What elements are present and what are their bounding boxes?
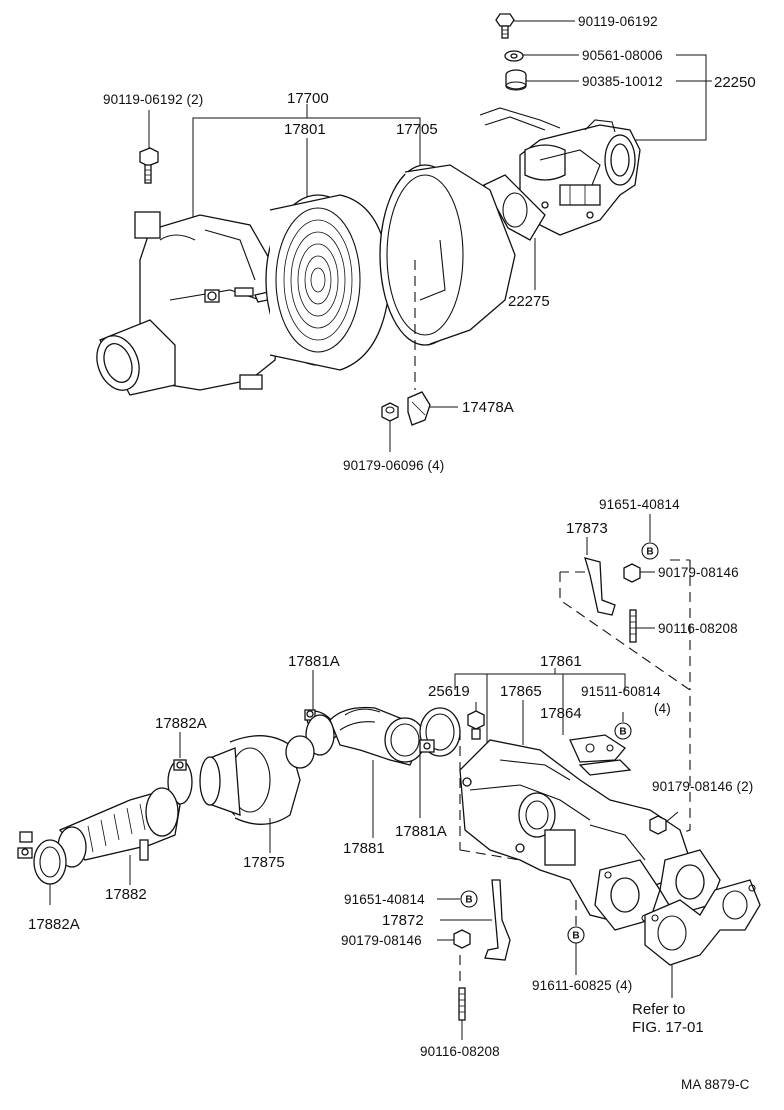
label-17881A-top: 17881A bbox=[288, 653, 340, 670]
grommet-90385-10012-part bbox=[505, 69, 527, 91]
bolt-90119-06192-2-part bbox=[139, 147, 159, 184]
resonator-17875-part bbox=[199, 735, 315, 825]
label-90385-10012: 90385-10012 bbox=[582, 74, 663, 89]
nut-90179-08146-2-part bbox=[649, 815, 667, 835]
label-17801: 17801 bbox=[284, 121, 326, 138]
label-90179-06096-4: 90179-06096 (4) bbox=[343, 458, 444, 473]
label-90116-08208-bot: 90116-08208 bbox=[420, 1044, 500, 1059]
filter-element-17801-part bbox=[265, 194, 391, 371]
b-badge-mid bbox=[614, 722, 632, 740]
label-90119-06192-2: 90119-06192 (2) bbox=[103, 92, 203, 107]
clip-17478A-part bbox=[407, 391, 431, 426]
label-17705: 17705 bbox=[396, 121, 438, 138]
b-badge-top bbox=[641, 542, 659, 560]
label-17882A-top: 17882A bbox=[155, 715, 207, 732]
label-17882: 17882 bbox=[105, 886, 147, 903]
label-91651-40814-bot: 91651-40814 bbox=[344, 892, 425, 907]
stud-90116-08208-top-part bbox=[629, 609, 637, 643]
label-90179-08146-bot: 90179-08146 bbox=[341, 933, 422, 948]
refer-to-line2: FIG. 17-01 bbox=[632, 1019, 704, 1036]
air-cleaner-cap-17705-part bbox=[379, 164, 516, 390]
label-17881A-bot: 17881A bbox=[395, 823, 447, 840]
nut-90179-08146-bot-part bbox=[453, 929, 471, 949]
refer-to-line1: Refer to bbox=[632, 1001, 685, 1018]
gasket-17864-part bbox=[569, 734, 632, 776]
b-badge-top-letter: B bbox=[646, 547, 653, 558]
gasket-22275-part bbox=[483, 174, 546, 241]
label-90561-08006: 90561-08006 bbox=[582, 48, 663, 63]
b-badge-bot-left bbox=[460, 890, 478, 908]
b-badge-bot-right-letter: B bbox=[572, 931, 579, 942]
label-17700: 17700 bbox=[287, 90, 329, 107]
label-90179-08146-2: 90179-08146 (2) bbox=[652, 779, 753, 794]
manifold-gasket-part bbox=[644, 879, 761, 966]
bracket-17872-part bbox=[484, 879, 511, 961]
plug-25619-part bbox=[467, 710, 485, 740]
clamp-17882A-bot-part bbox=[17, 831, 67, 885]
nut-90179-06096-part bbox=[381, 402, 399, 422]
label-91511-qty: (4) bbox=[654, 701, 671, 716]
label-17865: 17865 bbox=[500, 683, 542, 700]
label-17478A: 17478A bbox=[462, 399, 514, 416]
drawing-reference-code: MA 8879-C bbox=[681, 1077, 750, 1092]
bracket-17873-part bbox=[584, 557, 616, 616]
label-91511-60814: 91511-60814 bbox=[581, 684, 661, 699]
manifold-flange-part bbox=[594, 849, 721, 931]
b-badge-mid-letter: B bbox=[619, 727, 626, 738]
label-90179-08146-top: 90179-08146 bbox=[658, 565, 739, 580]
label-17864: 17864 bbox=[540, 705, 582, 722]
label-17882A-bot: 17882A bbox=[28, 916, 80, 933]
bolt-90119-06192-part bbox=[495, 13, 515, 39]
nut-90179-08146-top-part bbox=[623, 563, 641, 583]
air-cleaner-case-17700-part bbox=[96, 211, 307, 396]
label-17873: 17873 bbox=[566, 520, 608, 537]
clamp-17881A-bot-part bbox=[419, 707, 461, 757]
b-badge-bot-left-letter: B bbox=[465, 895, 472, 906]
throttle-body-22250-part bbox=[479, 107, 641, 236]
label-91611-60825-4: 91611-60825 (4) bbox=[532, 978, 632, 993]
label-22275: 22275 bbox=[508, 293, 550, 310]
clamp-17882A-top-part bbox=[167, 759, 193, 805]
hose-17881-part bbox=[305, 706, 426, 766]
stud-90116-08208-bot-part bbox=[458, 987, 466, 1021]
label-17861: 17861 bbox=[540, 653, 582, 670]
label-17881: 17881 bbox=[343, 840, 385, 857]
label-90116-08208-top: 90116-08208 bbox=[658, 621, 738, 636]
label-17875: 17875 bbox=[243, 854, 285, 871]
label-90119-06192-top: 90119-06192 bbox=[578, 14, 658, 29]
label-17872: 17872 bbox=[382, 912, 424, 929]
washer-90561-08006-part bbox=[504, 50, 524, 62]
label-25619: 25619 bbox=[428, 683, 470, 700]
hose-17882-part bbox=[57, 787, 181, 868]
label-91651-40814-top: 91651-40814 bbox=[599, 497, 680, 512]
label-22250: 22250 bbox=[714, 74, 756, 91]
